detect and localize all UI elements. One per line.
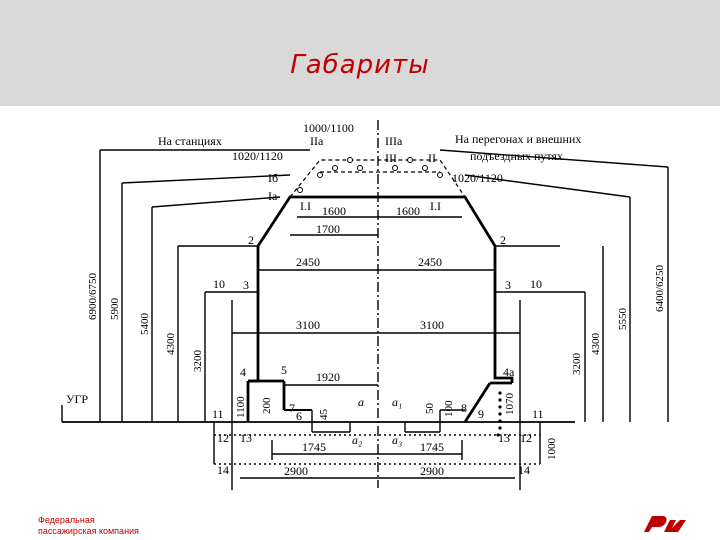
rzd-logo bbox=[644, 516, 686, 532]
dim-2450-left: 2450 bbox=[296, 255, 320, 269]
label-III: III bbox=[385, 151, 397, 165]
header-right-1: На перегонах и внешних bbox=[455, 132, 581, 146]
label-II: II bbox=[428, 151, 436, 165]
dim-2450-right: 2450 bbox=[418, 255, 442, 269]
a3-label: a₃ bbox=[392, 433, 402, 447]
label-Ia: Iа bbox=[268, 189, 278, 203]
v-200: 200 bbox=[261, 397, 273, 414]
label-1020-1120-left: 1020/1120 bbox=[232, 149, 283, 163]
label-IIIa: IIIа bbox=[385, 134, 403, 148]
pt-13-right: 13 bbox=[498, 431, 510, 445]
v-100: 100 bbox=[443, 400, 455, 417]
ugr-label: УГР bbox=[66, 392, 88, 406]
a2-label: a₂ bbox=[352, 433, 362, 447]
company-line-2: пассажирская компания bbox=[38, 526, 139, 536]
v-5900: 5900 bbox=[109, 298, 121, 321]
title-band bbox=[0, 0, 720, 106]
pt-4: 4 bbox=[240, 365, 246, 379]
company-line-1: Федеральная bbox=[38, 515, 95, 525]
dim-3100-right: 3100 bbox=[420, 318, 444, 332]
pt-6: 6 bbox=[296, 409, 302, 423]
pt-14-left: 14 bbox=[217, 463, 229, 477]
v-3200-left: 3200 bbox=[192, 350, 204, 373]
dim-1745-right: 1745 bbox=[420, 440, 444, 454]
gauge-outline bbox=[248, 195, 514, 383]
dim-2900-right: 2900 bbox=[420, 464, 444, 478]
pt-3-right: 3 bbox=[505, 278, 511, 292]
pt-7: 7 bbox=[289, 401, 295, 415]
label-IIa: IIа bbox=[310, 134, 324, 148]
header-left: На станциях bbox=[158, 134, 222, 148]
label-I-right: I.I bbox=[430, 199, 441, 213]
v-5550: 5550 bbox=[617, 308, 629, 331]
dim-1600-left: 1600 bbox=[322, 204, 346, 218]
label-Ib: Iб bbox=[268, 171, 278, 185]
pt-9: 9 bbox=[478, 407, 484, 421]
pt-10-left: 10 bbox=[213, 277, 225, 291]
dim-1600-right: 1600 bbox=[396, 204, 420, 218]
pt-8: 8 bbox=[461, 401, 467, 415]
v-6900-6750: 6900/6750 bbox=[87, 272, 99, 320]
label-1020-1120-right: 1020/1120 bbox=[452, 171, 503, 185]
pt-2-left: 2 bbox=[248, 233, 254, 247]
pt-11-right: 11 bbox=[532, 407, 544, 421]
pt-12-left: 12 bbox=[217, 431, 229, 445]
v-1000: 1000 bbox=[546, 438, 558, 461]
company-logo-text: Федеральная пассажирская компания bbox=[38, 515, 139, 537]
pt-5: 5 bbox=[281, 363, 287, 377]
pt-3-left: 3 bbox=[243, 278, 249, 292]
pt-2-right: 2 bbox=[500, 233, 506, 247]
slide-title: Габариты bbox=[290, 50, 430, 80]
v-1070: 1070 bbox=[504, 393, 516, 416]
v-1100: 1100 bbox=[235, 396, 247, 418]
pt-10-right: 10 bbox=[530, 277, 542, 291]
v-6400-6250: 6400/6250 bbox=[654, 264, 666, 312]
v-50: 50 bbox=[424, 403, 436, 415]
a1-label: a₁ bbox=[392, 395, 402, 409]
dim-1920: 1920 bbox=[316, 370, 340, 384]
pt-14-right: 14 bbox=[518, 463, 530, 477]
pt-12-right: 12 bbox=[520, 431, 532, 445]
pt-11-left: 11 bbox=[212, 407, 224, 421]
a-label: a bbox=[358, 395, 364, 409]
dim-1700: 1700 bbox=[316, 222, 340, 236]
v-4300-left: 4300 bbox=[165, 333, 177, 356]
v-45: 45 bbox=[318, 409, 330, 421]
label-1000-1100: 1000/1100 bbox=[303, 121, 354, 135]
header-right-2: подъездных путях bbox=[470, 149, 563, 163]
pt-13-left: 13 bbox=[240, 431, 252, 445]
dim-2900-left: 2900 bbox=[284, 464, 308, 478]
v-3200-right: 3200 bbox=[571, 353, 583, 376]
label-I-left: I.I bbox=[300, 199, 311, 213]
pt-4a: 4а bbox=[503, 365, 515, 379]
dim-1745-left: 1745 bbox=[302, 440, 326, 454]
clearance-diagram: На станциях На перегонах и внешних подъе… bbox=[61, 120, 669, 490]
v-5400: 5400 bbox=[139, 313, 151, 336]
v-4300-right: 4300 bbox=[590, 333, 602, 356]
dim-3100-left: 3100 bbox=[296, 318, 320, 332]
